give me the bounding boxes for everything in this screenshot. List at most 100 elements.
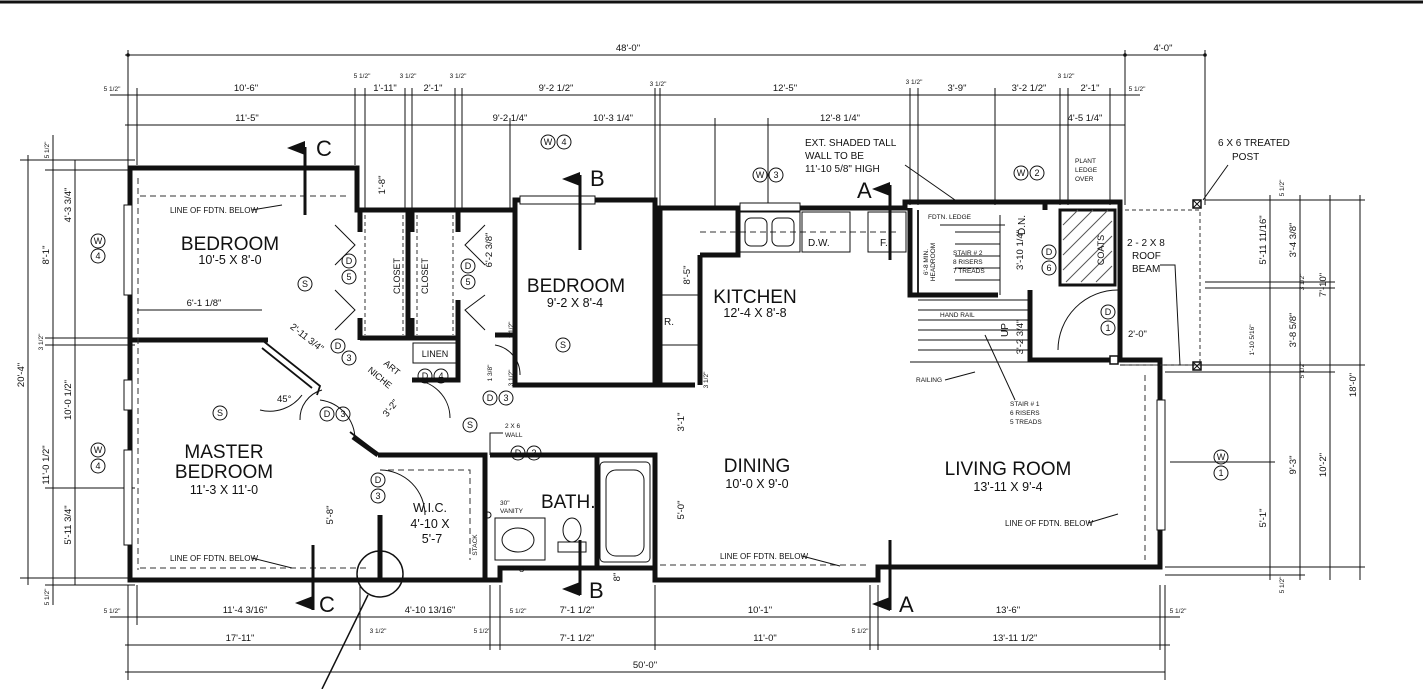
- svg-text:1 1/2": 1 1/2": [508, 321, 515, 338]
- right-dim-texts: 5 1/2" 5'-11 11/16" 3'-4 3/8" 3 1/2" 7'-…: [1249, 179, 1359, 593]
- svg-text:3 1/2": 3 1/2": [703, 371, 710, 388]
- room-name-master-2: BEDROOM: [175, 462, 273, 483]
- svg-text:20'-4": 20'-4": [16, 363, 27, 387]
- svg-text:30": 30": [500, 500, 510, 507]
- svg-text:4: 4: [561, 137, 566, 147]
- svg-text:3 1/2": 3 1/2": [1299, 273, 1306, 290]
- svg-text:3'-4 3/8": 3'-4 3/8": [1288, 223, 1299, 258]
- svg-text:3'-1": 3'-1": [676, 413, 687, 432]
- section-b-top: B: [590, 166, 605, 191]
- svg-text:11'-10 5/8" HIGH: 11'-10 5/8" HIGH: [805, 164, 880, 175]
- svg-text:3'-8 5/8": 3'-8 5/8": [1288, 313, 1299, 348]
- svg-text:6'-2 3/8": 6'-2 3/8": [484, 233, 495, 268]
- room-size-bedroom-1: 10'-5 X 8'-0: [198, 253, 261, 267]
- svg-text:3 1/2": 3 1/2": [38, 333, 45, 350]
- section-a-bottom: A: [899, 592, 914, 617]
- room-size-dining: 10'-0 X 9'-0: [725, 477, 788, 491]
- svg-text:4'-10 13/16": 4'-10 13/16": [405, 605, 456, 616]
- svg-text:3'-2": 3'-2": [381, 398, 401, 420]
- svg-text:8": 8": [519, 564, 528, 575]
- linen-box: [412, 342, 458, 364]
- svg-text:3 1/2": 3 1/2": [906, 79, 923, 86]
- interior-dimensions: 1'-8" 6'-2 3/8" 8'-5" 6'-1 1/8" 2'-11 3/…: [137, 176, 1147, 581]
- smoke-detector-2: S: [560, 340, 566, 350]
- svg-text:D: D: [375, 475, 382, 485]
- svg-text:3: 3: [346, 353, 351, 363]
- svg-text:D: D: [465, 261, 472, 271]
- room-size-living: 13'-11 X 9'-4: [973, 480, 1042, 494]
- overall-width-top: 48'-0": [616, 43, 640, 54]
- coats-closet: [1058, 208, 1117, 287]
- svg-text:D: D: [346, 256, 353, 266]
- svg-text:W: W: [94, 236, 103, 246]
- closet-label-2: CLOSET: [420, 257, 430, 294]
- bottom-dim-row2: 17'-11" 3 1/2" 5 1/2" 7'-1 1/2" 11'-0" 5…: [226, 628, 1038, 644]
- svg-text:2 - 2 X 8: 2 - 2 X 8: [1127, 238, 1165, 249]
- svg-text:W: W: [544, 137, 553, 147]
- svg-text:FDTN. LEDGE: FDTN. LEDGE: [928, 214, 972, 221]
- svg-text:LINE OF FDTN. BELOW: LINE OF FDTN. BELOW: [720, 552, 808, 561]
- bottom-dimension-lines: [110, 585, 1180, 680]
- svg-text:D: D: [1046, 247, 1053, 257]
- svg-text:11'-4 3/16": 11'-4 3/16": [223, 605, 268, 616]
- svg-text:3 1/2": 3 1/2": [650, 81, 667, 88]
- svg-text:VANITY: VANITY: [500, 508, 524, 515]
- svg-text:D: D: [515, 448, 522, 458]
- fridge-label: F.: [880, 238, 888, 249]
- svg-text:7'-1 1/2": 7'-1 1/2": [560, 605, 595, 616]
- svg-text:3 1/2": 3 1/2": [450, 73, 467, 80]
- svg-text:D: D: [324, 409, 331, 419]
- svg-text:5 TREADS: 5 TREADS: [1010, 419, 1042, 426]
- overall-width-bottom: 50'-0": [633, 660, 657, 671]
- svg-text:STAIR # 2: STAIR # 2: [953, 250, 983, 257]
- svg-text:1'-10 5/16": 1'-10 5/16": [1249, 324, 1256, 356]
- svg-text:3'-10 1/4": 3'-10 1/4": [1015, 230, 1026, 270]
- svg-text:5: 5: [346, 272, 351, 282]
- svg-text:18'-0": 18'-0": [1348, 373, 1359, 397]
- svg-text:STAIR # 1: STAIR # 1: [1010, 401, 1040, 408]
- top-dim-row2: 11'-5" 9'-2 1/4" 10'-3 1/4" 12'-8 1/4" 4…: [235, 113, 1102, 124]
- room-size-wic-2: 5'-7: [422, 532, 443, 546]
- svg-text:4: 4: [95, 251, 100, 261]
- room-name-wic: W.I.C.: [413, 501, 447, 515]
- svg-text:W: W: [1017, 168, 1026, 178]
- svg-text:4: 4: [95, 461, 100, 471]
- detail-callout-circle: [356, 550, 404, 598]
- svg-text:3'-9": 3'-9": [948, 83, 967, 94]
- linen-label: LINEN: [422, 349, 449, 359]
- svg-text:5'-0": 5'-0": [676, 501, 687, 520]
- dishwasher-label: D.W.: [808, 238, 830, 249]
- svg-text:LINE OF FDTN. BELOW: LINE OF FDTN. BELOW: [170, 206, 258, 215]
- stair-dn-label: D.N.: [1017, 215, 1028, 235]
- svg-text:8 RISERS: 8 RISERS: [953, 259, 983, 266]
- foundation-lines: [137, 178, 1201, 570]
- svg-text:5 1/2": 5 1/2": [104, 86, 121, 93]
- smoke-detectors: [212, 276, 571, 433]
- svg-text:PLANT: PLANT: [1075, 158, 1096, 165]
- svg-text:10'-1": 10'-1": [748, 605, 772, 616]
- svg-text:9'-3": 9'-3": [1288, 456, 1299, 475]
- room-size-bedroom-2: 9'-2 X 8'-4: [547, 296, 603, 310]
- svg-text:3: 3: [340, 409, 345, 419]
- room-name-master-1: MASTER: [184, 442, 263, 463]
- svg-text:2: 2: [1034, 168, 1039, 178]
- svg-text:ROOF: ROOF: [1132, 251, 1161, 262]
- smoke-detector-1: S: [302, 279, 308, 289]
- svg-text:OVER: OVER: [1075, 176, 1094, 183]
- svg-text:3: 3: [375, 491, 380, 501]
- svg-text:5 1/2": 5 1/2": [1170, 608, 1187, 615]
- interior-walls: [130, 202, 1120, 580]
- svg-text:10'-2": 10'-2": [1318, 453, 1329, 477]
- svg-text:W: W: [756, 170, 765, 180]
- svg-text:5 1/2": 5 1/2": [852, 628, 869, 635]
- svg-text:13'-6": 13'-6": [996, 605, 1020, 616]
- svg-text:1'-8": 1'-8": [377, 176, 388, 195]
- svg-text:8'-5": 8'-5": [682, 266, 693, 285]
- svg-text:11'-0 1/2": 11'-0 1/2": [41, 445, 52, 484]
- smoke-detector-3: S: [217, 408, 223, 418]
- svg-text:5 1/2": 5 1/2": [104, 608, 121, 615]
- svg-text:1'-11": 1'-11": [373, 83, 397, 94]
- svg-text:6: 6: [1046, 263, 1051, 273]
- svg-text:9'-2 1/2": 9'-2 1/2": [539, 83, 574, 94]
